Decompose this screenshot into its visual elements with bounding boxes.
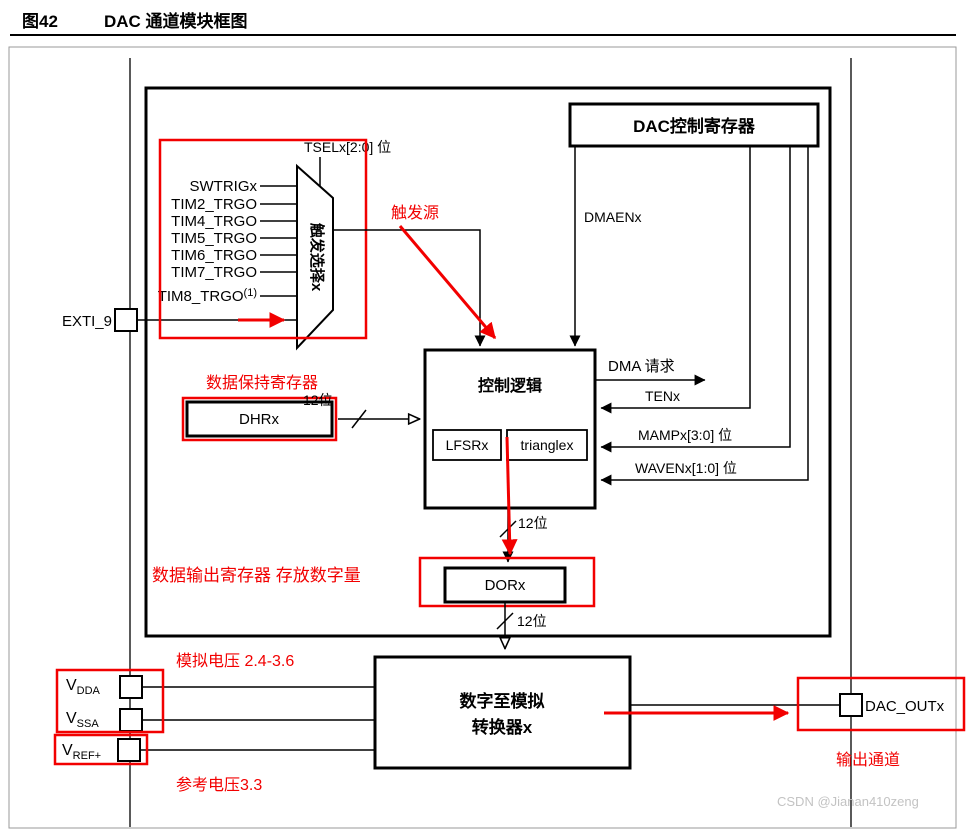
lfsr-box bbox=[432, 429, 502, 461]
data-output-annotation: 数据输出寄存器 存放数字量 bbox=[152, 566, 361, 585]
bottom-bus-width-label: 12位 bbox=[517, 613, 547, 629]
vref-base: V bbox=[62, 742, 73, 759]
dac-control-register-label: DAC控制寄存器 bbox=[633, 116, 756, 136]
mux-output-wire bbox=[333, 229, 486, 347]
mampx-wire bbox=[600, 146, 791, 453]
trigger-highlight-box bbox=[158, 138, 368, 340]
tenx-label: TENx bbox=[645, 388, 680, 404]
dhrx-bus-slash bbox=[351, 409, 367, 429]
control-logic-rect bbox=[423, 348, 597, 510]
control-logic-box: 控制逻辑 LFSRx trianglex bbox=[423, 348, 597, 510]
trigger-input-label: SWTRIGx bbox=[190, 178, 258, 195]
mid-bus-width-label: 12位 bbox=[518, 515, 548, 531]
wavenx-label: WAVENx[1:0] 位 bbox=[635, 460, 737, 476]
trigger-input-label-tim8: TIM8_TRGO(1) bbox=[158, 287, 257, 305]
dac-control-register-rect bbox=[568, 102, 820, 148]
vref-subscript: REF+ bbox=[73, 750, 101, 762]
register-wires bbox=[569, 146, 809, 486]
trigger-input-label: TIM2_TRGO bbox=[171, 196, 257, 213]
converter-box: 数字至模拟 转换器x bbox=[373, 655, 632, 770]
figure-label: 图42 bbox=[22, 12, 58, 31]
dhrx-bus-width-label: 12位 bbox=[303, 392, 333, 408]
trigger-input-wires bbox=[260, 185, 296, 297]
output-channel-annotation: 输出通道 bbox=[836, 751, 900, 769]
analog-supply-highlight-box bbox=[55, 668, 165, 734]
dmaen-label: DMAENx bbox=[584, 209, 642, 225]
vref-label: VREF+ bbox=[62, 742, 101, 762]
tim8-base: TIM8_TRGO bbox=[158, 288, 244, 305]
exti9-pin bbox=[114, 308, 138, 332]
reference-voltage-annotation: 参考电压3.3 bbox=[176, 776, 262, 794]
dac-out-label: DAC_OUTx bbox=[865, 698, 945, 715]
dhrx-label: DHRx bbox=[239, 411, 279, 428]
control-to-dor-red-arrow bbox=[501, 436, 518, 556]
tsel-label: TSELx[2:0] 位 bbox=[304, 139, 391, 155]
data-holding-annotation: 数据保持寄存器 bbox=[206, 374, 318, 392]
trigger-mux-label: 触发选择x bbox=[308, 223, 326, 292]
converter-rect bbox=[373, 655, 632, 770]
trigger-input-label: TIM6_TRGO bbox=[171, 247, 257, 264]
trigger-input-label: TIM7_TRGO bbox=[171, 264, 257, 281]
mampx-label: MAMPx[3:0] 位 bbox=[638, 427, 732, 443]
control-logic-label: 控制逻辑 bbox=[478, 376, 542, 395]
dorx-label: DORx bbox=[485, 577, 526, 594]
dma-request-label: DMA 请求 bbox=[608, 358, 675, 375]
vref-highlight-box bbox=[53, 733, 149, 766]
lfsr-label: LFSRx bbox=[446, 437, 489, 453]
vssa-pin bbox=[119, 708, 143, 732]
trigger-input-label: TIM4_TRGO bbox=[171, 213, 257, 230]
dac-out-highlight-box bbox=[796, 676, 966, 732]
converter-label-line1: 数字至模拟 bbox=[460, 691, 545, 711]
analog-voltage-annotation: 模拟电压 2.4-3.6 bbox=[176, 652, 294, 670]
vdda-pin bbox=[119, 675, 143, 699]
triangle-label: trianglex bbox=[521, 437, 574, 453]
dac-out-pin bbox=[839, 693, 863, 717]
dorx-box bbox=[443, 566, 567, 604]
trigger-input-label: TIM5_TRGO bbox=[171, 230, 257, 247]
figure-frame bbox=[8, 46, 957, 829]
vssa-label: VSSA bbox=[66, 710, 99, 730]
vssa-base: V bbox=[66, 710, 77, 727]
vdda-subscript: DDA bbox=[77, 685, 101, 697]
dor-to-converter-slash bbox=[496, 612, 514, 630]
vssa-subscript: SSA bbox=[77, 718, 100, 730]
vref-pin bbox=[117, 738, 141, 762]
watermark: CSDN @Jianan410zeng bbox=[777, 794, 919, 809]
vdda-base: V bbox=[66, 677, 77, 694]
tenx-wire bbox=[600, 146, 751, 414]
wavenx-wire bbox=[600, 146, 809, 486]
trigger-source-annotation: 触发源 bbox=[391, 204, 439, 222]
tim8-superscript: (1) bbox=[244, 287, 257, 299]
exti9-label: EXTI_9 bbox=[62, 313, 112, 330]
vdda-label: VDDA bbox=[66, 677, 101, 697]
converter-label-line2: 转换器x bbox=[472, 717, 533, 737]
dhrx-box bbox=[185, 400, 334, 438]
trigger-mux-shape bbox=[296, 163, 334, 351]
dac-control-register-box: DAC控制寄存器 bbox=[568, 102, 820, 148]
dac-main-block bbox=[144, 86, 832, 638]
page-title: DAC 通道模块框图 bbox=[104, 11, 248, 31]
dhrx-highlight-box bbox=[181, 396, 338, 442]
trigger-source-red-arrow bbox=[398, 225, 497, 340]
dorx-highlight-box bbox=[418, 556, 596, 608]
